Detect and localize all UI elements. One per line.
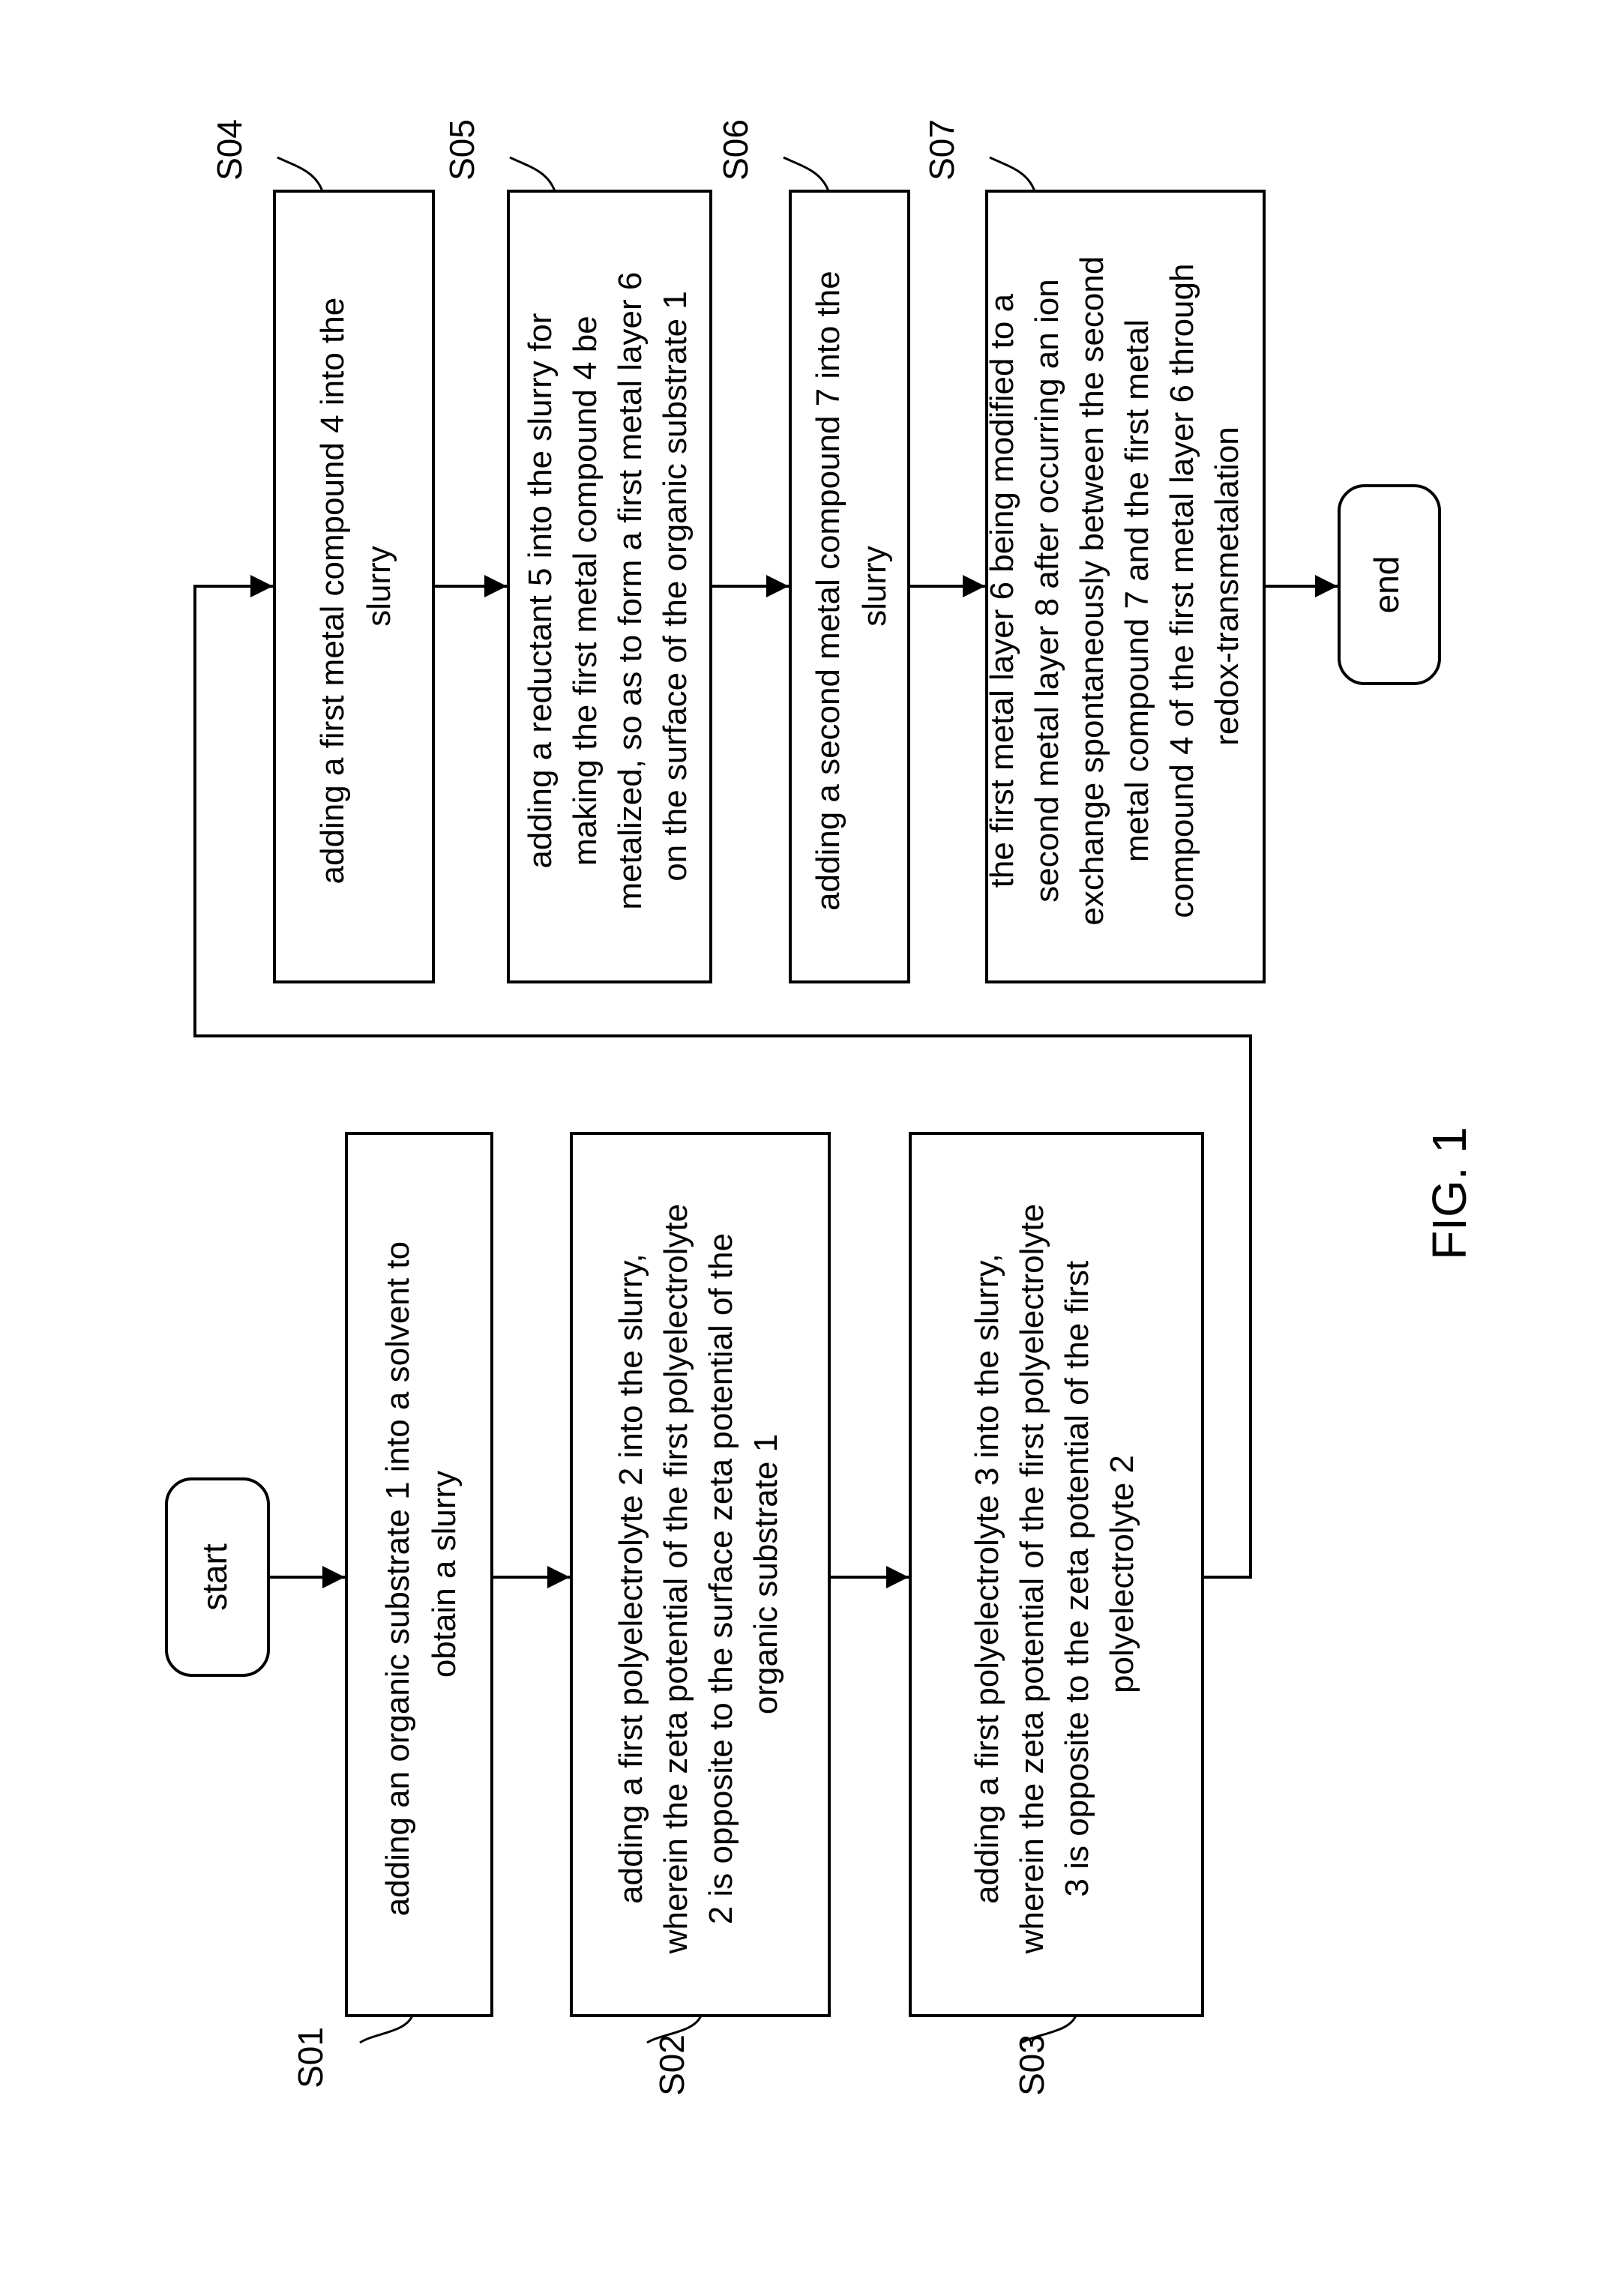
step-s02: adding a first polyelectrolyte 2 into th… — [571, 1133, 829, 2016]
start-terminal: start — [166, 1479, 268, 1675]
step-s05-line-4: on the surface of the organic substrate … — [657, 291, 694, 882]
step-s04-line-2: slurry — [361, 546, 397, 627]
step-s05-line-3: metalized, so as to form a first metal l… — [612, 272, 649, 910]
step-label-s01: S01 — [291, 2016, 412, 2088]
step-s07-line-5: compound 4 of the first metal layer 6 th… — [1164, 264, 1200, 918]
step-label-s04-text: S04 — [210, 119, 249, 181]
step-s07-line-4: metal compound 7 and the first metal — [1119, 319, 1155, 862]
end-label: end — [1367, 556, 1406, 614]
step-s07: the first metal layer 6 being modified t… — [984, 191, 1264, 982]
step-label-s02: S02 — [647, 2016, 701, 2096]
step-s07-line-3: exchange spontaneously between the secon… — [1074, 256, 1110, 926]
step-label-s05-text: S05 — [442, 119, 481, 181]
step-label-s03: S03 — [1012, 2016, 1076, 2096]
step-label-s05: S05 — [442, 119, 555, 191]
step-s03: adding a first polyelectrolyte 3 into th… — [910, 1133, 1203, 2016]
step-s06-line-1: adding a second metal compound 7 into th… — [810, 271, 846, 911]
step-s07-line-2: second metal layer 8 after occurring an … — [1029, 279, 1065, 903]
step-s03-line-1: adding a first polyelectrolyte 3 into th… — [969, 1253, 1005, 1903]
step-s07-line-6: redox-transmetalation — [1209, 427, 1245, 746]
step-s02-line-2: wherein the zeta potential of the first … — [658, 1204, 694, 1954]
step-label-s01-text: S01 — [291, 2027, 330, 2088]
step-s05: adding a reductant 5 into the slurry for… — [508, 191, 711, 982]
step-s05-line-2: making the first metal compound 4 be — [567, 316, 604, 866]
step-label-s07: S07 — [922, 119, 1035, 191]
step-label-s04: S04 — [210, 119, 322, 191]
step-s04-line-1: adding a first metal compound 4 into the — [314, 298, 351, 885]
step-label-s07-text: S07 — [922, 119, 961, 181]
step-s02-line-3: 2 is opposite to the surface zeta potent… — [703, 1233, 739, 1924]
step-s06-line-2: slurry — [856, 546, 893, 627]
figure-caption: FIG. 1 — [1422, 1127, 1476, 1260]
step-s03-line-2: wherein the zeta potential of the first … — [1014, 1204, 1050, 1954]
step-label-s03-text: S03 — [1012, 2034, 1051, 2096]
step-s02-line-4: organic substrate 1 — [748, 1434, 784, 1714]
start-label: start — [195, 1543, 234, 1611]
step-s07-line-1: the first metal layer 6 being modified t… — [984, 293, 1020, 888]
step-label-s06: S06 — [716, 119, 828, 191]
step-s01-line-1: adding an organic substrate 1 into a sol… — [379, 1241, 416, 1916]
step-s01-line-2: obtain a slurry — [426, 1471, 463, 1678]
step-s03-line-4: polyelectrolyte 2 — [1104, 1455, 1140, 1693]
step-s05-line-1: adding a reductant 5 into the slurry for — [522, 313, 559, 869]
step-s03-line-3: 3 is opposite to the zeta potential of t… — [1059, 1261, 1095, 1897]
step-s04: adding a first metal compound 4 into the… — [274, 191, 433, 982]
end-terminal: end — [1339, 486, 1440, 684]
step-s02-line-1: adding a first polyelectrolyte 2 into th… — [613, 1253, 649, 1903]
step-label-s02-text: S02 — [652, 2034, 691, 2096]
step-label-s06-text: S06 — [716, 119, 755, 181]
step-s01: adding an organic substrate 1 into a sol… — [346, 1133, 492, 2016]
step-s06: adding a second metal compound 7 into th… — [790, 191, 909, 982]
